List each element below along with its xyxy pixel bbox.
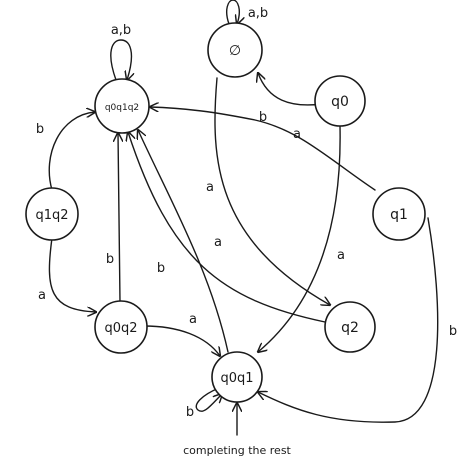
- label-q0q2-to-q0q1q2: b: [106, 252, 114, 267]
- label-q0-to-q0q1: a: [337, 248, 345, 263]
- state-q0q1: q0q1: [211, 351, 263, 403]
- state-q0: q0: [314, 75, 366, 127]
- edge-q1-to-q0q1: [258, 217, 439, 423]
- label-q1q2-to-q0q1q2: b: [36, 122, 44, 137]
- edge-q0-to-empty: [258, 73, 323, 106]
- state-q0q1-label: q0q1: [220, 371, 253, 386]
- label-empty-to-q0q1: a: [206, 180, 214, 195]
- label-q1q2-to-q0q2: a: [38, 288, 46, 303]
- label-q0-to-empty: b: [259, 110, 267, 125]
- state-q0q1q2-label: q0q1q2: [105, 103, 139, 113]
- state-empty: ∅: [207, 22, 263, 78]
- label-q0q1q2-loop: a,b: [111, 23, 131, 38]
- edge-q0q1-loop: [195, 387, 222, 412]
- caption: completing the rest: [183, 444, 291, 457]
- edge-q0q2-to-q0q1: [143, 325, 220, 356]
- state-q2-label: q2: [341, 320, 359, 336]
- state-q1: q1: [372, 187, 426, 241]
- state-q0q2-label: q0q2: [104, 321, 137, 336]
- state-q2: q2: [324, 301, 376, 353]
- label-q0q1-loop: b: [186, 405, 194, 420]
- label-empty-loop: a,b: [248, 6, 268, 21]
- state-empty-label: ∅: [229, 43, 241, 59]
- label-q2-to-q0q1q2: b: [157, 261, 165, 276]
- edge-q0q1-to-q0q1q2: [138, 130, 229, 353]
- label-q1-to-q0q1q2: a: [293, 127, 301, 142]
- edge-q0-to-q0q1: [258, 125, 341, 352]
- edge-q1q2-to-q0q1q2: [48, 112, 95, 191]
- edge-empty-to-q0q1: [214, 77, 330, 305]
- edge-empty-loop: [226, 0, 240, 24]
- edge-q0q2-to-q0q1q2: [118, 133, 120, 303]
- state-q1q2: q1q2: [25, 187, 79, 241]
- edge-q2-to-q0q1q2: [128, 132, 326, 323]
- edge-q0q1q2-loop: [110, 39, 132, 80]
- label-q0q1-to-q0q1q2: a: [214, 235, 222, 250]
- label-q1-to-q0q1: b: [449, 324, 457, 339]
- edge-q1q2-to-q0q2: [48, 237, 96, 312]
- state-q0-label: q0: [331, 94, 349, 110]
- label-q0q2-to-q0q1: a: [189, 312, 197, 327]
- state-q1-label: q1: [390, 207, 408, 223]
- state-q0q2: q0q2: [94, 300, 148, 354]
- state-q0q1q2: q0q1q2: [94, 78, 150, 134]
- state-q1q2-label: q1q2: [35, 208, 68, 223]
